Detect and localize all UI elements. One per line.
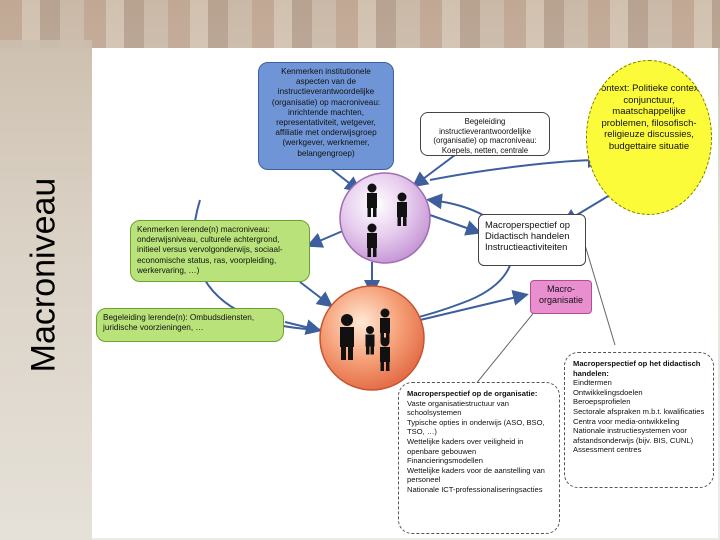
box-institutional: Kenmerken institutionele aspecten van de… [258,62,394,170]
list-item: Centra voor media-ontwikkeling [573,416,680,426]
box-macro-didactisch-text: Macroperspectief op Didactisch handelen … [485,219,570,253]
arrow-circle-lerende [306,229,346,248]
people-icon [367,183,407,257]
connector-organisatie-list [474,304,541,386]
box-lerende: Kenmerken lerende(n) macroniveau: onderw… [130,220,310,282]
arrow-lerende-circlebottom [299,281,334,308]
list-item: Typische opties in onderwijs (ASO, BSO, … [407,417,545,437]
arrow-begeleiding-circle [411,154,456,188]
box-context: Context: Politieke context, conjunctuur,… [586,60,712,215]
box-macro-organisatie-text: Macro-organisatie [538,284,584,305]
list-didactisch: Macroperspectief op het didactisch hande… [564,352,714,488]
list-item: Nationale ICT-professionaliseringsacties [407,484,543,494]
arrow-begeleiding-lerende-circle [284,319,322,335]
box-begeleiding-lerende: Begeleiding lerende(n): Ombudsdiensten, … [96,308,284,342]
connector-didactisch-list [584,244,616,346]
box-institutional-text: Kenmerken institutionele aspecten van de… [271,67,381,158]
arrow-circle-macro [429,214,482,236]
arrow-circlebottom-organisatie [419,289,529,321]
list-item: Wettelijke kaders over veiligheid in ope… [407,436,524,456]
box-macro-didactisch: Macroperspectief op Didactisch handelen … [478,214,586,266]
box-begeleiding-instructie: Begeleiding instructieverantwoordelijke … [420,112,550,156]
list-organisatie-heading: Macroperspectief op de organisatie: [407,389,538,398]
list-organisatie: Macroperspectief op de organisatie: Vast… [398,382,560,534]
list-item: Ontwikkelingsdoelen [573,387,643,397]
list-item: Financieringsmodellen [407,456,483,466]
list-didactisch-heading: Macroperspectief op het didactisch hande… [573,359,701,378]
box-begeleiding-lerende-text: Begeleiding lerende(n): Ombudsdiensten, … [103,313,255,333]
list-item: Vaste organisatiestructuur van schoolsys… [407,398,510,418]
background-audience-strip [0,0,720,48]
list-item: Eindtermen [573,378,612,388]
circle-top [339,172,431,264]
box-begeleiding-instructie-text: Begeleiding instructieverantwoordelijke … [433,117,537,155]
list-item: Wettelijke kaders voor de aanstelling va… [407,465,545,485]
box-lerende-text: Kenmerken lerende(n) macroniveau: onderw… [137,225,283,275]
list-item: Nationale instructiesystemen voor afstan… [573,426,694,445]
list-item: Assessment centres [573,445,642,455]
list-item: Beroepsprofielen [573,397,631,407]
box-context-text: Context: Politieke context, conjunctuur,… [594,83,704,152]
background-left-band [0,40,92,540]
group-icon [340,308,390,371]
box-macro-organisatie: Macro-organisatie [530,280,592,314]
loop-arrow-upper [429,152,604,181]
list-item: Sectorale afspraken m.b.t. kwalificaties [573,406,705,416]
